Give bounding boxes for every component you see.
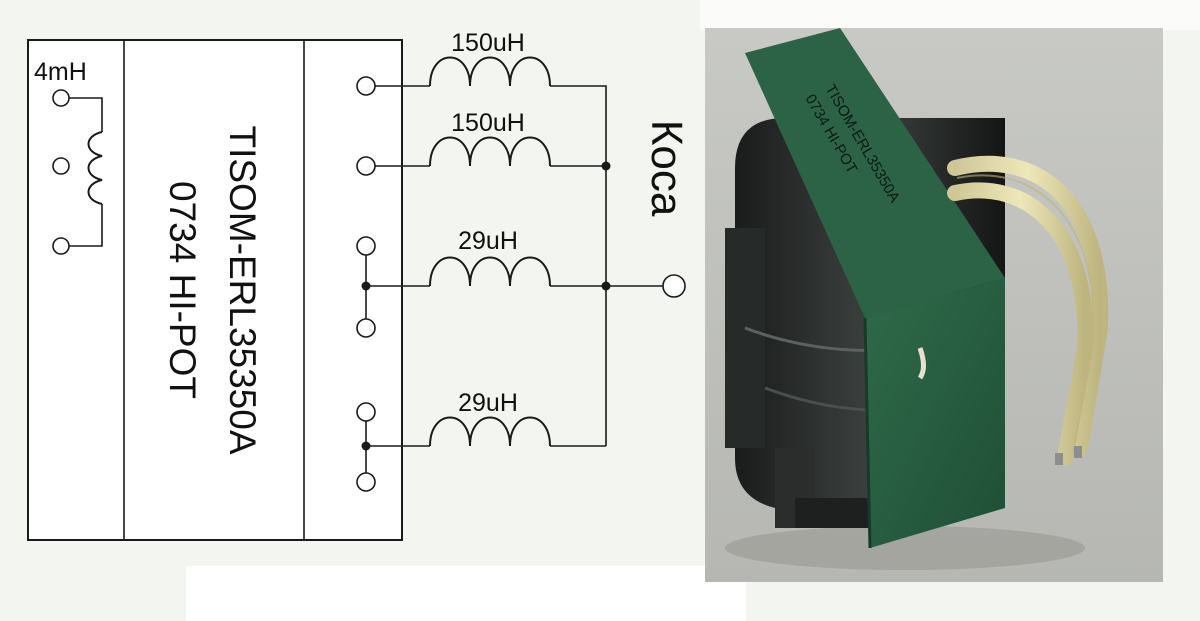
wire-twist-line (956, 174, 1095, 454)
output-terminal (662, 274, 686, 298)
primary-coil (87, 131, 103, 205)
part-subtitle-label: 0734 HI-POT (162, 181, 203, 399)
transformer-schematic: 4mH TISOM-ERL35350A 0734 HI-POT 150uH 15… (27, 29, 691, 541)
transformer-photo: TISOM-ERL35350A 0734 HI-POT (705, 28, 1163, 582)
core-edge (863, 317, 872, 549)
winding-2-label: 150uH (451, 109, 525, 137)
secondary-terminal-4 (356, 318, 376, 338)
part-number-label: TISOM-ERL35350A (222, 125, 263, 454)
primary-terminal-middle (52, 157, 70, 175)
primary-terminal-bottom (52, 237, 70, 255)
bobbin-side (725, 228, 765, 448)
core-top-green (745, 28, 1005, 318)
flying-lead-wire (947, 155, 1109, 456)
primary-lead-top (69, 97, 103, 132)
output-label: Коса (642, 120, 691, 217)
secondary-terminal-1 (356, 76, 376, 96)
secondary-terminal-2 (356, 156, 376, 176)
scratch-mark (917, 347, 926, 380)
winding-1-coil (429, 56, 551, 87)
winding-4-label: 29uH (458, 389, 518, 417)
winding-2-coil (429, 136, 551, 167)
background-strip (700, 0, 1200, 30)
secondary-terminal-3 (356, 236, 376, 256)
flying-lead-wire (947, 182, 1094, 466)
primary-lead-bottom (69, 204, 103, 247)
winding-3-coil (429, 256, 551, 287)
wire-tip (1074, 446, 1082, 458)
secondary-terminal-6 (356, 472, 376, 492)
background-patch (186, 566, 746, 621)
transformer-body-outline (27, 39, 403, 541)
wire-tip (1055, 453, 1063, 465)
winding-1-label: 150uH (451, 29, 525, 57)
winding-3-label: 29uH (458, 227, 518, 255)
secondary-terminal-5 (356, 402, 376, 422)
photo-shadow (725, 526, 1085, 570)
junction-dot (601, 161, 611, 171)
primary-terminal-top (52, 89, 70, 107)
winding-4-coil (429, 416, 551, 447)
common-bus (550, 85, 607, 446)
core-front-green (865, 278, 1005, 548)
primary-inductance-label: 4mH (34, 58, 87, 86)
